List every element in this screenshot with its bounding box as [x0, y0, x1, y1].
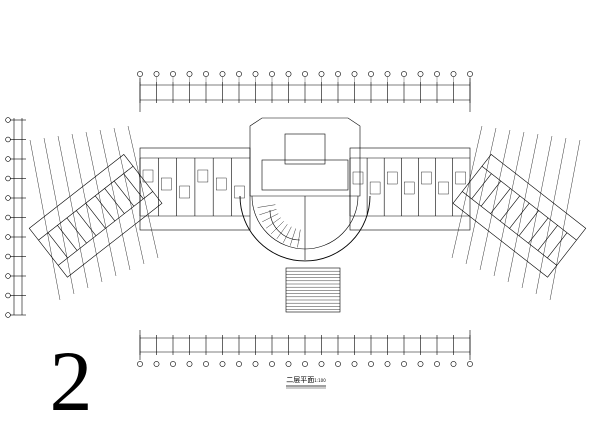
left-axis-markers [5, 117, 26, 318]
west-rooms [139, 158, 245, 216]
plan-title: 二层平面1:100 [276, 374, 336, 386]
wing-grid-lines [29, 125, 581, 301]
west-wing [28, 153, 163, 278]
east-rooms [349, 158, 466, 216]
sheet-number: 2 [49, 333, 93, 429]
central-block [139, 117, 471, 313]
bottom-dimension-lines [137, 330, 473, 367]
plan-title-text: 二层平面 [286, 376, 315, 384]
top-dimension-lines [137, 71, 473, 112]
east-wing [452, 153, 587, 278]
plan-scale: 1:100 [314, 378, 326, 383]
